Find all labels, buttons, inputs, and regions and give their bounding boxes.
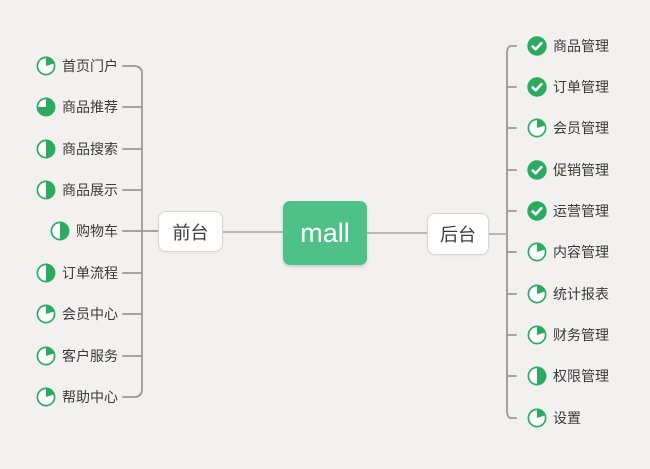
mindmap-topic[interactable]: 设置 — [527, 408, 581, 428]
task-progress-icon — [50, 221, 70, 241]
mindmap-topic[interactable]: 促销管理 — [527, 160, 609, 180]
mindmap-topic[interactable]: 商品搜索 — [36, 139, 118, 159]
topic-label: 商品展示 — [62, 182, 118, 198]
task-progress-icon — [36, 263, 56, 283]
topic-label: 商品搜索 — [62, 141, 118, 157]
task-progress-icon — [527, 325, 547, 345]
mindmap-topic[interactable]: 统计报表 — [527, 284, 609, 304]
node-frontend[interactable]: 前台 — [158, 211, 223, 252]
topic-label: 内容管理 — [553, 244, 609, 260]
mindmap-topic[interactable]: 订单管理 — [527, 77, 609, 97]
topic-label: 商品管理 — [553, 38, 609, 54]
task-done-icon — [527, 77, 547, 97]
mindmap-topic[interactable]: 运营管理 — [527, 201, 609, 221]
task-progress-icon — [527, 366, 547, 386]
mindmap-topic[interactable]: 会员管理 — [527, 118, 609, 138]
task-progress-icon — [36, 387, 56, 407]
topic-label: 客户服务 — [62, 348, 118, 364]
task-progress-icon — [36, 304, 56, 324]
mindmap-topic[interactable]: 帮助中心 — [36, 387, 118, 407]
mindmap-topic[interactable]: 内容管理 — [527, 242, 609, 262]
topic-label: 会员管理 — [553, 120, 609, 136]
mindmap-topic[interactable]: 客户服务 — [36, 346, 118, 366]
node-mall-label: mall — [300, 217, 350, 248]
topic-label: 商品推荐 — [62, 99, 118, 115]
topic-label: 权限管理 — [553, 368, 609, 384]
mindmap-topic[interactable]: 购物车 — [50, 221, 118, 241]
mindmap-topic[interactable]: 订单流程 — [36, 263, 118, 283]
topic-label: 帮助中心 — [62, 389, 118, 405]
topic-label: 订单管理 — [553, 79, 609, 95]
topic-label: 运营管理 — [553, 203, 609, 219]
mindmap-topic[interactable]: 商品展示 — [36, 180, 118, 200]
task-done-icon — [527, 160, 547, 180]
topic-label: 促销管理 — [553, 162, 609, 178]
task-done-icon — [527, 36, 547, 56]
node-frontend-label: 前台 — [172, 222, 209, 243]
task-progress-icon — [527, 118, 547, 138]
task-progress-icon — [36, 139, 56, 159]
node-backend-label: 后台 — [440, 225, 476, 245]
topic-label: 统计报表 — [553, 286, 609, 302]
topic-label: 订单流程 — [62, 265, 118, 281]
mindmap-topic[interactable]: 商品管理 — [527, 36, 609, 56]
mindmap-topic[interactable]: 会员中心 — [36, 304, 118, 324]
task-progress-icon — [36, 56, 56, 76]
mindmap-topic[interactable]: 权限管理 — [527, 366, 609, 386]
topic-label: 会员中心 — [62, 306, 118, 322]
mindmap-topic[interactable]: 财务管理 — [527, 325, 609, 345]
task-progress-icon — [527, 284, 547, 304]
task-progress-icon — [36, 180, 56, 200]
task-progress-icon — [36, 346, 56, 366]
mindmap-topic[interactable]: 首页门户 — [36, 56, 118, 76]
topic-label: 财务管理 — [553, 327, 609, 343]
topic-label: 首页门户 — [62, 58, 118, 74]
node-backend[interactable]: 后台 — [427, 213, 489, 255]
mindmap-topic[interactable]: 商品推荐 — [36, 97, 118, 117]
task-progress-icon — [527, 408, 547, 428]
task-done-icon — [527, 201, 547, 221]
node-mall[interactable]: mall — [283, 201, 367, 265]
topic-label: 购物车 — [76, 223, 118, 239]
task-progress-icon — [36, 97, 56, 117]
task-progress-icon — [527, 242, 547, 262]
topic-label: 设置 — [553, 410, 581, 426]
